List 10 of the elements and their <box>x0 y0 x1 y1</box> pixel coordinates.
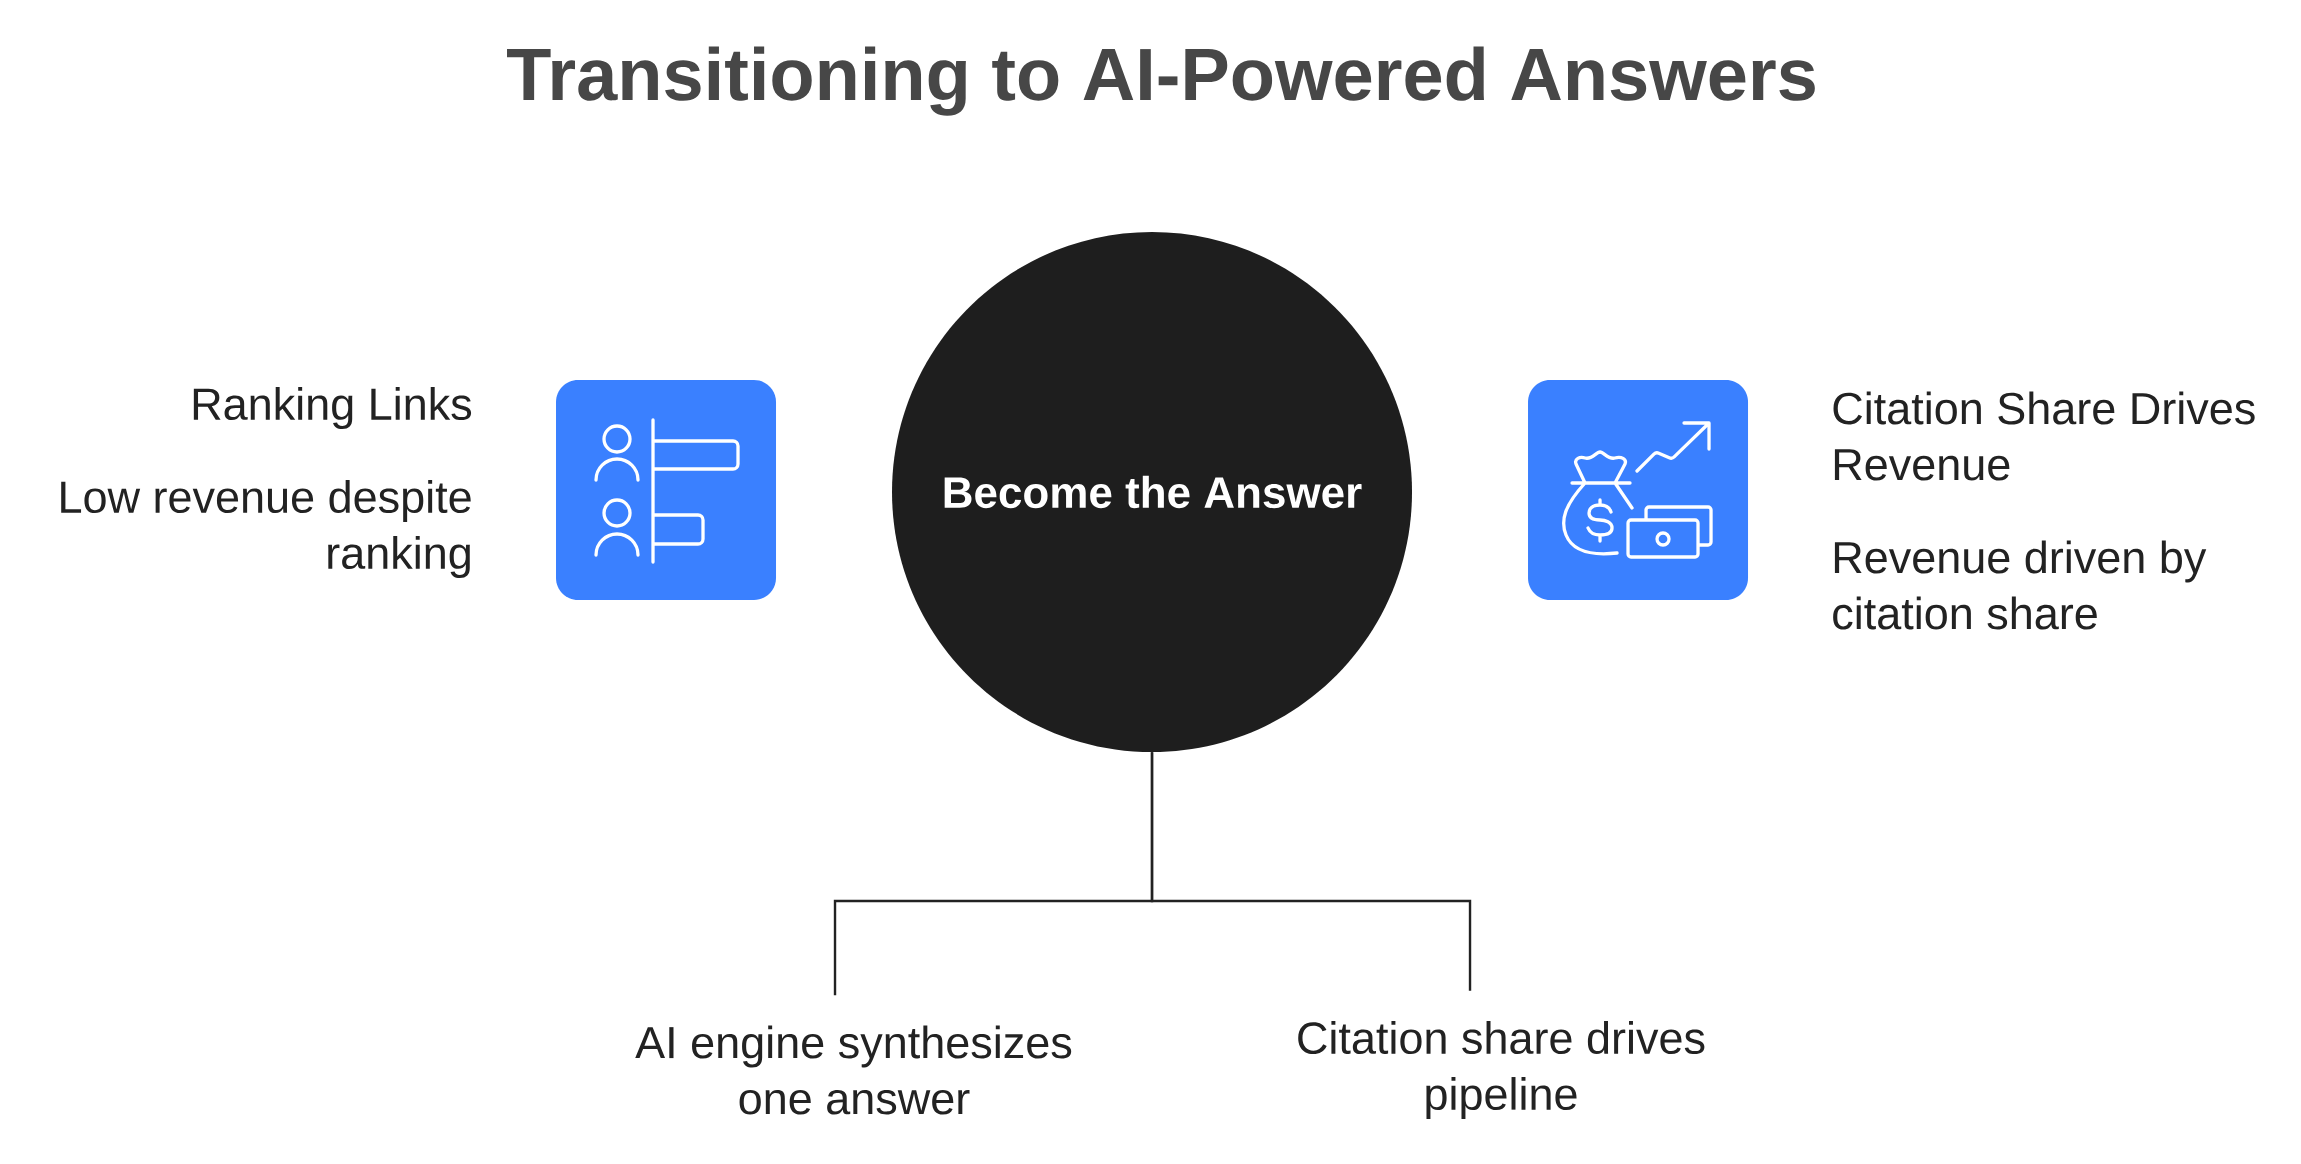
description-text: Low revenue despite ranking <box>61 480 471 578</box>
connector-line <box>1150 752 1472 991</box>
branch-text: AI engine synthesizes one answer <box>635 1025 1072 1115</box>
icon-tile <box>556 380 776 600</box>
heading: Citation Share Drives Revenue <box>1833 391 2255 481</box>
heading: Ranking Links <box>193 387 472 429</box>
title: Transitioning to AI-Powered Answers <box>507 46 1815 116</box>
description-text: Revenue driven by citation share <box>1833 540 2207 630</box>
branch-text: Citation share drives pipeline <box>1298 1021 1705 1119</box>
icon-tile <box>1528 380 1748 600</box>
